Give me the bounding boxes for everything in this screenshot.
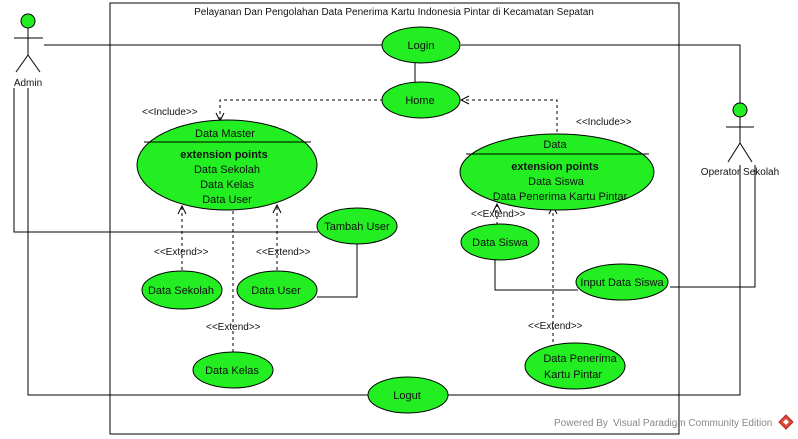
data-sekolah-label: Data Sekolah	[148, 285, 214, 297]
assoc-operator-input-siswa	[670, 165, 756, 288]
logout-label: Logut	[393, 390, 421, 402]
watermark-brand: Visual Paradigm Community Edition	[613, 418, 772, 429]
use-case-data-master[interactable]: Data Master extension points Data Sekola…	[136, 119, 318, 211]
extend-label-penerima: <<Extend>>	[528, 321, 583, 332]
assoc-operator-logout	[448, 165, 741, 396]
input-data-siswa-label: Input Data Siswa	[580, 277, 664, 289]
include-label-left: <<Include>>	[142, 107, 198, 118]
watermark-powered: Powered By	[554, 418, 608, 429]
assoc-admin-tambah-user	[13, 88, 318, 233]
data-master-point: Data Kelas	[200, 179, 254, 191]
data-siswa-label: Data Siswa	[472, 237, 529, 249]
data-kelas-label: Data Kelas	[205, 365, 259, 377]
use-case-data-sekolah[interactable]: Data Sekolah	[141, 270, 223, 310]
use-case-home[interactable]: Home	[381, 81, 461, 119]
data-name: Data	[543, 139, 567, 151]
include-data-home	[461, 100, 558, 138]
include-data-master-home	[220, 99, 383, 121]
assoc-operator-login	[461, 44, 741, 105]
data-point: Data Siswa	[528, 176, 585, 188]
actor-admin-label: Admin	[14, 78, 42, 89]
data-master-section: extension points	[180, 149, 267, 161]
tambah-user-label: Tambah User	[324, 221, 390, 233]
data-section: extension points	[511, 161, 598, 173]
use-case-data-user[interactable]: Data User	[236, 270, 318, 310]
include-label-right: <<Include>>	[576, 117, 632, 128]
data-penerima-label: Data Penerima	[543, 353, 617, 365]
login-label: Login	[408, 40, 435, 52]
data-user-label: Data User	[251, 285, 301, 297]
actor-operator-label: Operator Sekolah	[701, 167, 779, 178]
actor-operator-sekolah[interactable]: Operator Sekolah	[701, 102, 779, 178]
actor-head-icon	[20, 13, 36, 29]
data-penerima-label: Kartu Pintar	[544, 369, 602, 381]
extend-label-siswa: <<Extend>>	[471, 209, 526, 220]
system-title: Pelayanan Dan Pengolahan Data Penerima K…	[194, 7, 594, 18]
assoc-data-siswa-input	[494, 258, 578, 291]
actor-admin[interactable]: Admin	[14, 13, 43, 89]
use-case-login[interactable]: Login	[381, 26, 461, 64]
use-case-data-penerima[interactable]: Data Penerima Kartu Pintar	[524, 342, 626, 390]
use-case-tambah-user[interactable]: Tambah User	[316, 207, 398, 245]
data-master-name: Data Master	[195, 128, 255, 140]
data-master-point: Data User	[202, 194, 252, 206]
use-case-logout[interactable]: Logut	[367, 376, 449, 414]
use-case-data-siswa[interactable]: Data Siswa	[460, 223, 540, 261]
assoc-tambah-user-data-user	[317, 240, 358, 298]
use-case-data-kelas[interactable]: Data Kelas	[192, 351, 274, 389]
use-case-data[interactable]: Data extension points Data Siswa Data Pe…	[459, 133, 655, 211]
watermark: Powered By Visual Paradigm Community Edi…	[554, 414, 794, 430]
actor-head-icon	[732, 102, 748, 118]
home-label: Home	[405, 95, 434, 107]
extend-label-kelas: <<Extend>>	[206, 322, 261, 333]
use-case-input-data-siswa[interactable]: Input Data Siswa	[575, 263, 669, 301]
extend-label-sekolah: <<Extend>>	[154, 247, 209, 258]
data-point: Data Penerima Kartu Pintar	[493, 191, 628, 203]
visual-paradigm-logo-icon	[778, 414, 794, 430]
extend-label-user: <<Extend>>	[256, 247, 311, 258]
assoc-admin-logout	[27, 88, 369, 396]
data-master-point: Data Sekolah	[194, 164, 260, 176]
